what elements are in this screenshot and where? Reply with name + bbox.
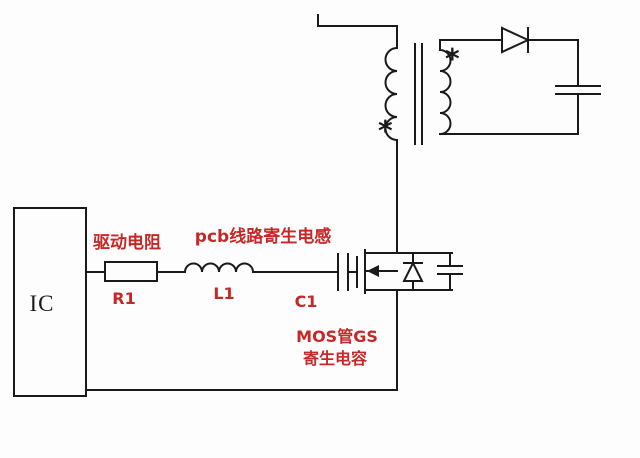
ic-box: IC — [13, 207, 87, 397]
supply-wire — [317, 14, 398, 49]
mosfet-icon — [356, 249, 398, 294]
annotations: 驱动电阻 pcb线路寄生电感 R1 L1 C1 MOS管GS 寄生电容 — [93, 226, 378, 368]
inductor-coils — [183, 262, 255, 274]
secondary-top-wire — [439, 39, 503, 51]
secondary-polarity-mark: * — [445, 42, 460, 75]
ds-capacitor-icon — [437, 252, 463, 291]
mos-gs-label-line2: 寄生电容 — [303, 349, 367, 368]
mosfet-arrow — [367, 265, 379, 277]
ic-label: IC — [30, 291, 55, 316]
r1-ref-label: R1 — [112, 289, 135, 308]
l1-ref-label: L1 — [213, 284, 234, 303]
inductor-icon — [183, 262, 255, 274]
pcb-inductance-label: pcb线路寄生电感 — [195, 226, 331, 247]
secondary-bottom-wire — [439, 93, 579, 135]
primary-winding — [384, 46, 399, 142]
c1-ref-label: C1 — [295, 292, 318, 311]
rect-out-wire — [527, 39, 579, 87]
diode-triangle — [501, 26, 531, 54]
drive-resistor-label: 驱动电阻 — [93, 232, 161, 253]
body-diode-icon — [402, 252, 424, 291]
output-capacitor-icon — [555, 85, 601, 95]
mos-gs-label-line1: MOS管GS — [296, 327, 378, 346]
transformer-icon: * * — [378, 42, 460, 147]
secondary-winding — [438, 48, 452, 136]
resistor-body — [104, 261, 158, 282]
wires — [85, 14, 579, 391]
body-diode-triangle — [402, 260, 424, 282]
output-diode-icon — [501, 26, 531, 54]
primary-polarity-mark: * — [378, 114, 393, 147]
capacitor-icon — [337, 253, 349, 291]
ic-outline — [13, 207, 87, 397]
resistor-icon — [104, 261, 158, 282]
